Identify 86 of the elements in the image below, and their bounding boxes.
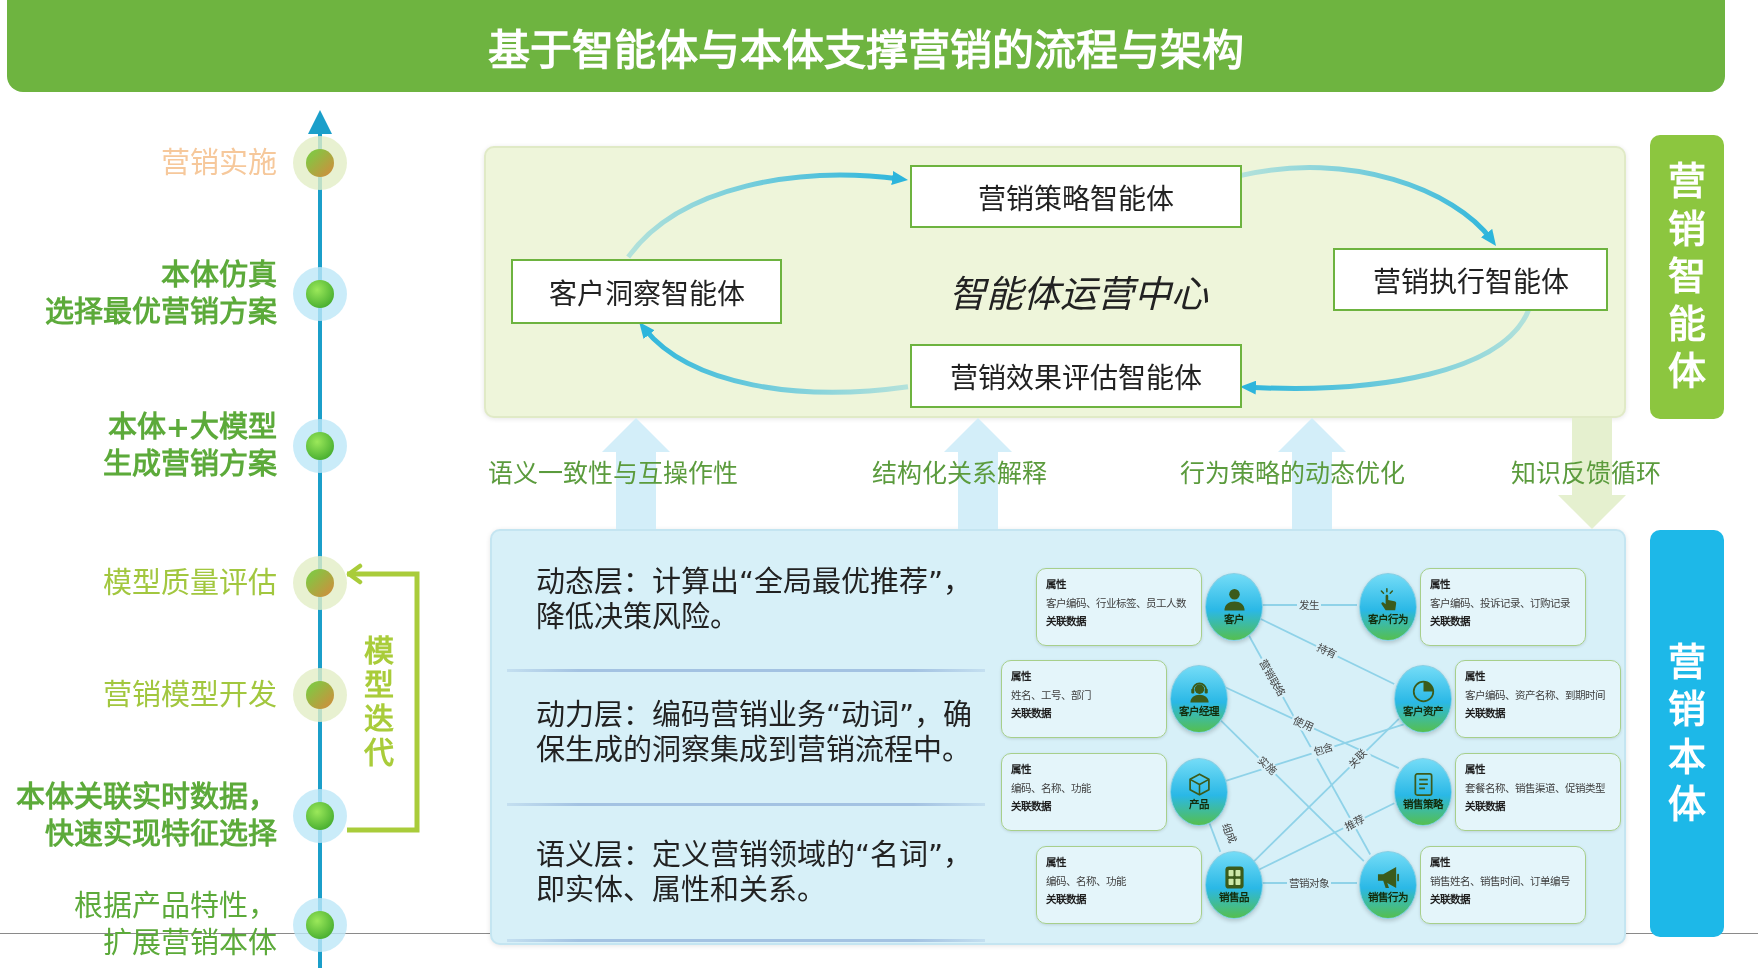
related-data-heading: 关联数据 bbox=[1465, 800, 1507, 814]
attribute-card bbox=[1420, 568, 1586, 646]
entity-circle bbox=[1394, 665, 1452, 733]
entity-label: 客户资产 bbox=[1403, 705, 1443, 718]
related-data-heading: 关联数据 bbox=[1046, 893, 1088, 907]
attribute-list: 客户编码、资产名称、到期时间 bbox=[1465, 688, 1612, 702]
step-label: 本体仿真 bbox=[161, 257, 277, 294]
agent-panel bbox=[484, 146, 1626, 418]
iteration-arrow bbox=[346, 563, 420, 833]
section-tab: 营销本体 bbox=[1650, 530, 1724, 937]
ontology-panel bbox=[490, 529, 1626, 945]
edge-label: 结构化关系解释 bbox=[871, 458, 1047, 489]
attribute-heading: 属性 bbox=[1465, 763, 1487, 777]
related-data-heading: 关联数据 bbox=[1465, 707, 1507, 721]
step-label: 根据产品特性，扩展营销本体 bbox=[73, 888, 277, 962]
entity-label: 销售策略 bbox=[1403, 798, 1443, 811]
attribute-list: 套餐名称、销售渠道、促销类型 bbox=[1465, 781, 1612, 795]
related-data-heading: 关联数据 bbox=[1011, 800, 1053, 814]
related-data-heading: 关联数据 bbox=[1011, 707, 1053, 721]
attribute-card bbox=[1036, 846, 1202, 924]
attribute-list: 销售姓名、销售时间、订单编号 bbox=[1430, 874, 1577, 888]
edge-label: 行为策略的动态优化 bbox=[1179, 458, 1405, 489]
step-label: 营销实施 bbox=[161, 144, 277, 182]
attribute-card bbox=[1001, 753, 1167, 831]
related-data-heading: 关联数据 bbox=[1430, 893, 1472, 907]
attribute-heading: 属性 bbox=[1011, 670, 1033, 684]
layer-description: 动力层：编码营销业务“动词”，确保生成的洞察集成到营销流程中。 bbox=[536, 698, 986, 768]
block-arrow bbox=[602, 418, 670, 529]
step-label: 本体+大模型 bbox=[107, 409, 277, 446]
attribute-heading: 属性 bbox=[1430, 578, 1452, 592]
attribute-card bbox=[1001, 660, 1167, 738]
cycle-arrow bbox=[1239, 165, 1497, 246]
layer-description: 语义层：定义营销领域的“名词”，即实体、属性和关系。 bbox=[536, 838, 986, 908]
attribute-heading: 属性 bbox=[1011, 763, 1033, 777]
attribute-list: 姓名、工号、部门 bbox=[1011, 688, 1158, 702]
agent-box: 营销策略智能体 bbox=[910, 165, 1242, 228]
step-label: 生成营销方案 bbox=[103, 446, 277, 483]
attribute-card bbox=[1455, 660, 1621, 738]
entity-circle bbox=[1205, 573, 1263, 641]
title-banner: 基于智能体与本体支撑营销的流程与架构 bbox=[7, 0, 1725, 92]
step-label: 选择最优营销方案 bbox=[45, 294, 277, 331]
attribute-heading: 属性 bbox=[1430, 856, 1452, 870]
edge-label: 模型迭代 bbox=[364, 634, 394, 770]
attribute-heading: 属性 bbox=[1046, 856, 1068, 870]
section-tab: 营销智能体 bbox=[1650, 135, 1724, 419]
agent-box: 营销执行智能体 bbox=[1333, 248, 1608, 311]
attribute-list: 编码、名称、功能 bbox=[1046, 874, 1193, 888]
entity-circle bbox=[1359, 573, 1417, 641]
attribute-list: 客户编码、投诉记录、订购记录 bbox=[1430, 596, 1577, 610]
entity-label: 客户 bbox=[1224, 613, 1244, 626]
relation-line bbox=[1253, 718, 1400, 862]
attribute-card bbox=[1420, 846, 1586, 924]
edge-label: 发生 bbox=[1297, 598, 1321, 612]
attribute-card bbox=[1036, 568, 1202, 646]
related-data-heading: 关联数据 bbox=[1430, 615, 1472, 629]
entity-label: 客户经理 bbox=[1179, 705, 1219, 718]
cycle-arrow bbox=[638, 322, 909, 395]
entity-label: 销售行为 bbox=[1368, 891, 1408, 904]
entity-label: 销售品 bbox=[1219, 891, 1249, 904]
agent-box: 客户洞察智能体 bbox=[511, 259, 782, 324]
layer-description: 动态层：计算出“全局最优推荐”，降低决策风险。 bbox=[536, 565, 986, 635]
entity-label: 客户行为 bbox=[1368, 613, 1408, 626]
block-arrow bbox=[1278, 418, 1346, 529]
attribute-list: 编码、名称、功能 bbox=[1011, 781, 1158, 795]
edge-label: 语义一致性与互操作性 bbox=[488, 458, 738, 489]
cycle-arrow bbox=[626, 171, 909, 259]
attribute-heading: 属性 bbox=[1046, 578, 1068, 592]
block-arrow bbox=[944, 418, 1012, 529]
attribute-heading: 属性 bbox=[1465, 670, 1487, 684]
entity-circle bbox=[1394, 758, 1452, 826]
attribute-list: 客户编码、行业标签、员工人数 bbox=[1046, 596, 1193, 610]
center-label: 智能体运营中心 bbox=[948, 272, 1208, 318]
entity-label: 产品 bbox=[1189, 798, 1209, 811]
edge-label: 知识反馈循环 bbox=[1511, 458, 1661, 489]
step-label: 营销模型开发 bbox=[103, 676, 277, 714]
agent-box: 营销效果评估智能体 bbox=[910, 344, 1242, 408]
step-label: 本体关联实时数据，快速实现特征选择 bbox=[15, 779, 277, 853]
entity-circle bbox=[1170, 665, 1228, 733]
block-arrow bbox=[1558, 418, 1626, 529]
entity-circle bbox=[1359, 851, 1417, 919]
edge-label: 营销对象 bbox=[1287, 876, 1331, 890]
entity-circle bbox=[1205, 851, 1263, 919]
step-label: 模型质量评估 bbox=[103, 564, 277, 602]
relation-line bbox=[1218, 718, 1365, 862]
related-data-heading: 关联数据 bbox=[1046, 615, 1088, 629]
attribute-card bbox=[1455, 753, 1621, 831]
